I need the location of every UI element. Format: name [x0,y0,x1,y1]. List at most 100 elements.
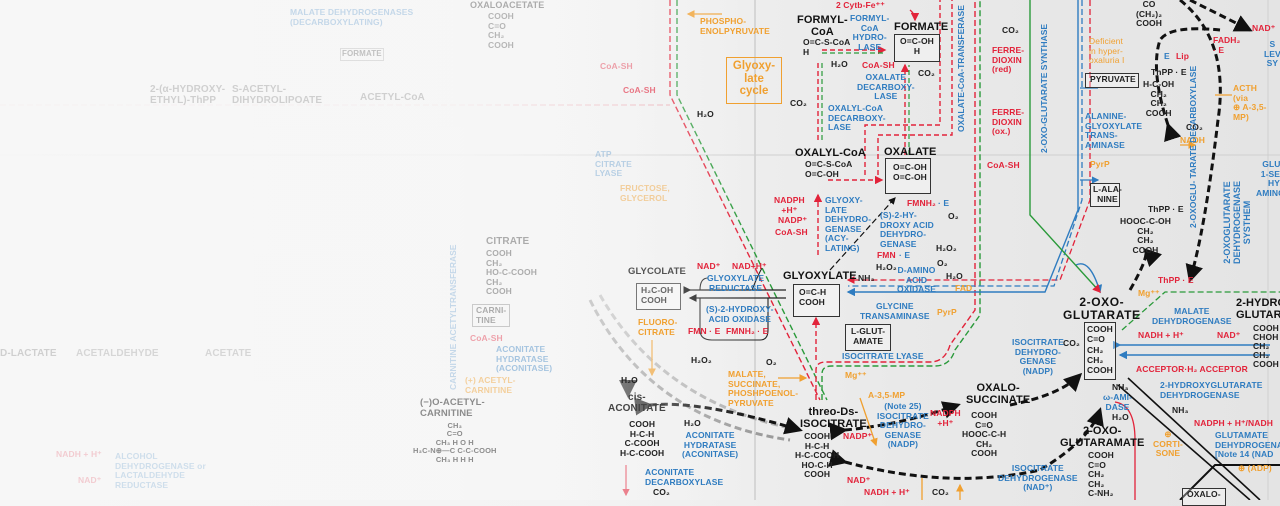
faded-label: OXALOACETATE [470,0,545,10]
formula: H₂C-OH COOH [641,285,674,305]
co2-label: CO₂ [918,68,935,78]
regulator-arrow [1180,94,1232,145]
dashed-path [909,9,920,22]
formula: COOH CHOH CH₂ CH₂ COOH [1253,323,1279,369]
h2o-label: H₂O [946,271,963,281]
h2o-label: H₂O [621,375,638,385]
formula: O=C-OH H [900,36,934,56]
h2o-label: H₂O [1112,412,1129,422]
cofactor-label: NADP⁺ [778,215,808,225]
enzyme-2-oxoglutarate-decarboxylase: 2-OXOGLU- TARATE DECARBOXYLASE [1188,65,1198,228]
solid-path [1029,0,1101,294]
cofactor-label: NAD⁺ [847,475,871,485]
metabolite-glycolate: GLYCOLATE [628,266,686,277]
formula: O=C-OH O=C-OH [893,162,927,182]
faded-label: S-ACETYL- DIHYDROLIPOATE [232,84,323,107]
faded-label: CITRATE [486,236,530,247]
formula: COOH C=O CH₂ CH₂ C-NH₂ [1088,450,1114,499]
glyoxylate-structure-box [793,284,840,317]
enzyme-aconitate-decarboxylase: ACONITATE DECARBOXYLASE [645,467,724,487]
regulator-cortisone: ⊕ CORTI- SONE [1153,429,1183,459]
enzyme-hydroxy-acid-oxidase: (S)-2-HYDROXY- ACID OXIDASE [706,304,774,324]
dashed-path [821,0,981,400]
glyoxylate-cycle-box: Glyoxy- late cycle [726,57,782,104]
enzyme-d-amino-acid-oxidase: D-AMINO ACID OXIDASE [897,265,936,295]
regulator-label: PHOSPHO- ENOLPYRUVATE [700,16,770,36]
faded-label: NAD⁺ [78,475,102,485]
cofactor-label: E [1164,51,1170,61]
h2o2-label: H₂O₂ [876,262,897,272]
metabolite-2-hydroxyglutarate: 2-HYDRO GLUTARA [1236,297,1280,322]
dashed-path [815,0,976,400]
enzyme-2-hydroxyglutarate-dehydrogenase: 2-HYDROXYGLUTARATE DEHYDROGENASE [1160,380,1263,400]
faded-label: ALCOHOL DEHYDROGENASE or LACTALDEHYDE RE… [115,451,206,490]
dashed-path [817,50,885,140]
formula: COOH H-C-H C-COOH H-C-COOH [620,419,665,458]
oxoglutarate-structure-box [1084,322,1116,380]
enzyme-isocitrate-lyase: ISOCITRATE LYASE [842,351,924,361]
h2o2-label: H₂O₂ [936,243,957,253]
dashed-path [864,0,941,175]
faded-label: CARNITINE ACETYLTRANSFERASE [448,244,458,390]
enzyme-2-oxoglutarate-synthase: 2-OXO-GLUTARATE SYNTHASE [1039,23,1049,153]
enzyme-glyoxylate-reductase: GLYOXYLATE REDUCTASE [707,273,765,293]
co2-label: CO₂ [1186,122,1203,132]
glycolate-structure-box [636,283,681,310]
formate-structure-box [894,34,940,62]
formula: COOH C=O HOOC-C-H CH₂ COOH [962,410,1007,459]
enzyme-2-oxoglutarate-dehydrogenase-system: 2-OXOGLUTARATE DEHYDROGENASE SYSTHEM [1222,180,1252,264]
cofactor-label: FMN · E [688,326,721,336]
cofactor-label: CoA-SH [623,85,656,95]
solid-path [846,0,1079,297]
formula: H-C-OH CH₂ CH₂ COOH [1143,79,1175,118]
faded-label: NADH + H⁺ [56,449,102,459]
metabolite-glyoxylate: GLYOXYLATE [783,270,857,282]
faded-label: ATP CITRATE LYASE [595,149,632,179]
regulator-arrow [921,478,960,500]
faded-label: CoA-SH [470,333,503,343]
enzyme-glycine-transaminase: GLYCINE TRANSAMINASE [860,301,930,321]
nh3-label: NH₃ [858,273,875,283]
enzyme-glutamate-dehydrogenase: GLUTAMATE DEHYDROGENA [Note 14 (NAD [1215,430,1280,460]
cofactor-label: FMNH₂ [907,198,936,208]
oxalate-structure-box [885,158,931,194]
dashed-path [877,0,953,175]
faded-label: ACETATE [205,348,252,359]
regulator-acth: ACTH (via ⊕ A-3,5-MP) [1233,83,1267,122]
enzyme-isocitrate-dehydrogenase-nadp: (Note 25) ISOCITRATE DEHYDRO- GENASE (NA… [877,401,929,450]
faded-label: ACETALDEHYDE [76,348,159,359]
regulator-label: Mg⁺⁺ [1138,288,1160,298]
dashed-path [1121,291,1280,331]
h2o-label: H₂O [697,109,714,119]
cofactor-label: NAD+H⁺ [732,261,767,271]
metabolite-2-oxoglutarate: 2-OXO- GLUTARATE [1063,295,1141,323]
enzyme-formyl-coa-hydrolase: FORMYL- CoA HYDRO- LASE [850,13,890,52]
metabolite-cis-aconitate: cis- ACONITATE [608,392,666,415]
pyruvate-box [1085,73,1139,88]
note-deficient: Deficient in hyper- oxaluria I [1089,36,1125,66]
regulator-label: PyrP [1090,159,1110,169]
enzyme-hydroxy-acid-dehydrogenase: (S)-2-HY- DROXY ACID DEHYDRO- GENASE [880,210,934,249]
faded-label: (−)O-ACETYL- CARNITINE [420,397,485,419]
cofactor-label: NADPH +H⁺ [774,195,805,215]
cofactor-label: 2 Cytb-Fe⁺⁺ [836,0,885,10]
regulator-arrow [859,397,878,447]
metabolite-isocitrate: threo-Ds- ISOCITRATE [800,406,867,431]
solid-path [1114,401,1136,500]
cofactor-label: NADP⁺ [843,431,873,441]
dashed-path [828,407,1104,480]
o2-label: O₂ [937,258,948,268]
enzyme-aconitate-hydratase: ACONITATE HYDRATASE (ACONITASE) [682,430,739,460]
faded-label: D-LACTATE [0,348,57,359]
formula: O=C-H COOH [799,287,827,307]
cofactor-label: NADPH + H⁺/NADH [1194,418,1273,428]
metabolite-l-alanine: L-ALA- NINE [1093,184,1122,204]
cofactor-label: CoA-SH [775,227,808,237]
cofactor-label: CoA-SH [987,160,1020,170]
o2-label: O₂ [948,211,959,221]
solid-path [1080,87,1098,180]
metabolite-oxaloacetate: OXALO- [1187,489,1221,499]
formula: HOOC-C-OH CH₂ CH₂ COOH [1120,216,1171,255]
dashed-path [1009,372,1083,407]
